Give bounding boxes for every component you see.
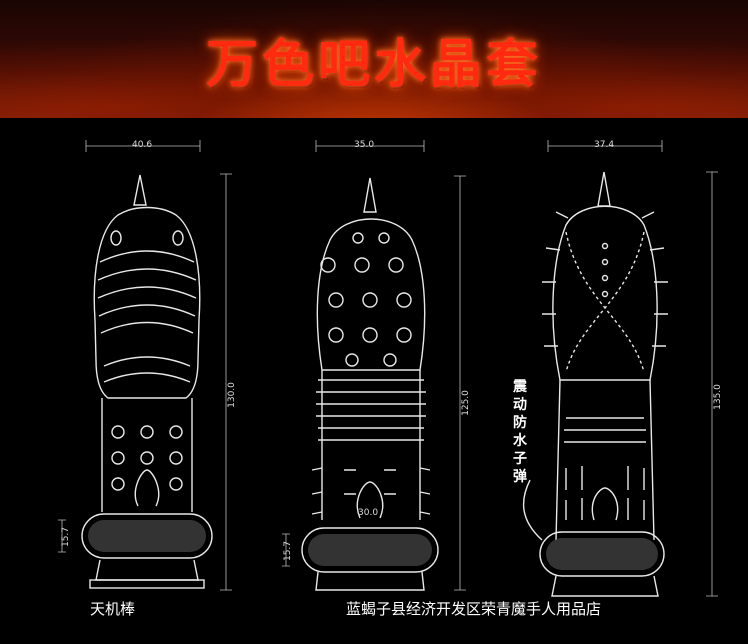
product-3-feature-label: 震动防水子弹 — [513, 379, 527, 485]
title-banner: 万色吧水晶套 — [0, 0, 748, 118]
product-1-drawing — [81, 174, 213, 589]
watermark-text: 蓝蝎子县经济开发区荣青魔手人用品店 — [346, 600, 602, 618]
product-2-width: 35.0 — [354, 140, 375, 150]
product-1-width: 40.6 — [132, 140, 153, 150]
product-3-width: 37.4 — [594, 140, 615, 150]
product-3-drawing — [522, 171, 668, 597]
banner-title: 万色吧水晶套 — [205, 35, 542, 95]
product-1-ring: 15.7 — [61, 526, 72, 548]
product-1-height: 130.0 — [226, 382, 237, 408]
product-2-drawing — [301, 177, 439, 591]
product-line-drawings — [58, 140, 718, 597]
product-3-height: 135.0 — [712, 384, 723, 410]
product-2-height: 125.0 — [460, 390, 471, 416]
product-2-ring: 15.7 — [283, 540, 294, 562]
product-2-inner: 30.0 — [358, 508, 379, 518]
product-1-name: 天机棒 — [90, 600, 136, 618]
